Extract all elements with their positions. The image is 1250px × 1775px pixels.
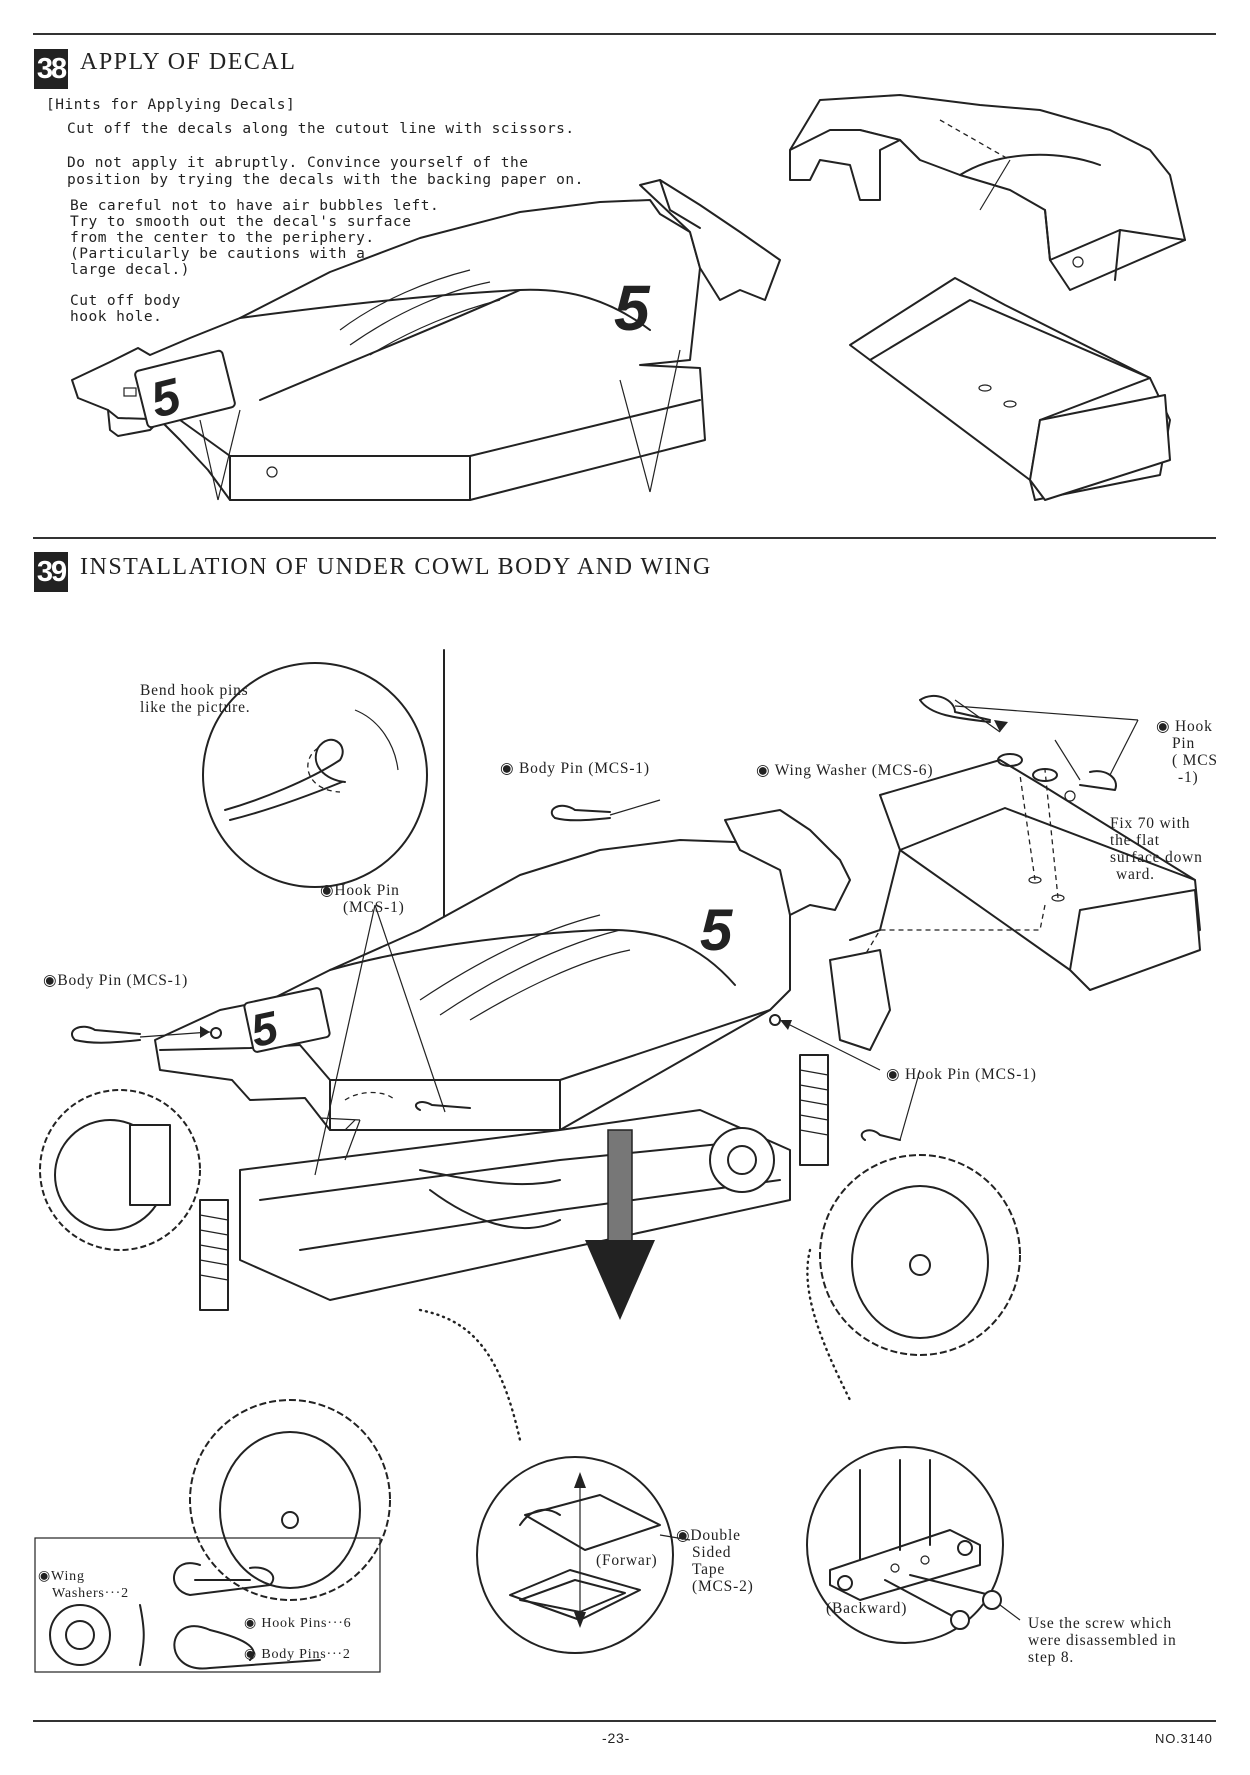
tape-text-1: Double [690,1527,741,1544]
screw-note-1: Use the screw which [1028,1615,1172,1632]
hook-pin-label-2: (MCS-1) [343,899,405,916]
parts-list-box [34,1537,381,1673]
hint-try-position-1: Do not apply it abruptly. Convince yours… [67,155,529,171]
wing-stay-backward-detail [806,1446,1021,1644]
left-front-wheel [189,1399,391,1601]
decal-illustration: 5 5 [71,94,1186,501]
car-body-drawing: 5 5 [154,809,851,1131]
hint-cut-decals: Cut off the decals along the cutout line… [67,121,575,137]
parts-body-pins: ◉ Body Pins···2 [244,1646,351,1663]
hint-try-position-2: position by trying the decals with the b… [67,172,584,188]
circled-mark-icon: ◉ [500,760,515,777]
backward-label: (Backward) [826,1600,908,1617]
step-number-39: 39 [34,552,68,592]
bend-note-1: Bend hook pins [140,682,249,699]
step-title-39: INSTALLATION OF UNDER COWL BODY AND WING [80,554,712,580]
document-number: NO.3140 [1155,1731,1213,1746]
page-number: -23- [602,1730,631,1746]
step-title-38: APPLY OF DECAL [80,49,297,75]
body-shell-drawing: 5 5 [71,179,781,501]
install-arrow [585,1129,655,1320]
bend-note-2: like the picture. [140,699,251,716]
parts-wing-washers-2: Washers···2 [52,1586,129,1601]
body-pin-left [71,1025,222,1044]
hook-pin-mid-label: ◉ Hook Pin (MCS-1) [886,1066,1037,1083]
hook-pin-right-label-4: -1) [1178,769,1199,786]
tape-label-4: (MCS-2) [692,1578,754,1595]
fix-note-1: Fix 70 with [1110,815,1191,832]
tape-label-1: ◉Double [676,1527,741,1544]
body-pin-left-text: Body Pin (MCS-1) [57,972,189,989]
hook-pin-right-text-1: Hook [1175,718,1213,735]
wing-stay [829,949,891,1051]
tape-label-2: Sided [692,1544,732,1561]
hook-pin-right-label-3: ( MCS [1172,752,1218,769]
hint-hook-hole-1: Cut off body [70,293,181,309]
fix-note-3: surface down [1110,849,1203,866]
hook-pin-mid-text: Hook Pin (MCS-1) [905,1066,1037,1083]
hook-pin-text-1: Hook Pin [334,882,400,899]
tape-label-3: Tape [692,1561,726,1578]
step-number-38: 38 [34,49,68,89]
side-decal-5: 5 [614,272,651,344]
circled-mark-icon: ◉ [244,1647,258,1662]
circled-mark-icon: ◉ [320,882,335,899]
parts-hook-pins-text: Hook Pins···6 [261,1616,352,1631]
wing-washer-label: ◉ Wing Washer (MCS-6) [756,762,933,779]
hook-pin-installed [414,1101,471,1111]
circled-mark-icon: ◉ [756,762,771,779]
right-front-wheel [819,1154,1021,1356]
circled-mark-icon: ◉ [886,1066,901,1083]
parts-wing-washers-text: Wing [51,1569,85,1584]
installed-wing [849,759,1201,991]
hint-bubbles-4: (Particularly be cautions with a [70,246,366,262]
hint-bubbles-3: from the center to the periphery. [70,230,375,246]
circled-mark-icon: ◉ [244,1616,258,1631]
screw-note-3: step 8. [1028,1649,1075,1666]
hook-pin-pointer-left [374,904,446,1113]
bend-hook-pin-detail [202,662,428,888]
body-pin-top-text: Body Pin (MCS-1) [519,760,650,777]
hint-hook-hole-2: hook hole. [70,309,163,325]
wing-washer-text: Wing Washer (MCS-6) [774,762,934,779]
hint-bubbles-2: Try to smooth out the decal's surface [70,214,412,230]
hook-pin-right-label-2: Pin [1172,735,1196,752]
tape-leader [418,1308,522,1442]
left-rear-wheel [39,1089,201,1251]
fix-note-4: ward. [1116,866,1155,883]
footer-rule [33,1720,1216,1722]
body-pin-top [550,799,661,822]
circled-mark-icon: ◉ [38,1569,52,1584]
body-pin-top-label: ◉ Body Pin (MCS-1) [500,760,650,777]
body-pin-left-label: ◉Body Pin (MCS-1) [43,972,188,989]
hint-bubbles-5: large decal.) [70,262,190,278]
double-sided-tape-detail [476,1456,691,1654]
hint-bubbles-1: Be careful not to have air bubbles left. [70,198,440,214]
hook-pin-right-label-1: ◉ Hook [1156,718,1213,735]
side-decal-5-installed: 5 [700,898,733,963]
screw-note-2: were disassembled in [1028,1632,1177,1649]
chassis-drawing [239,1109,791,1301]
circled-mark-icon: ◉ [1156,718,1171,735]
wing-drawing [849,277,1171,501]
fix-note-2: the flat [1110,832,1160,849]
section-divider [33,537,1216,539]
parts-wing-washers-1: ◉Wing [38,1568,85,1585]
shock-absorbers [129,1054,829,1311]
hints-heading: [Hints for Applying Decals] [46,97,296,113]
hook-pin-right [769,1014,921,1141]
circled-mark-icon: ◉ [43,972,58,989]
parts-body-pins-text: Body Pins···2 [261,1647,351,1662]
top-rule [33,33,1216,35]
circled-mark-icon: ◉ [676,1527,691,1544]
parts-hook-pins: ◉ Hook Pins···6 [244,1615,351,1632]
hook-pin-label: ◉Hook Pin [320,882,400,899]
wing-washer-detail [919,694,1139,802]
forward-label: (Forwar) [596,1552,658,1569]
cowl-drawing [789,94,1186,291]
